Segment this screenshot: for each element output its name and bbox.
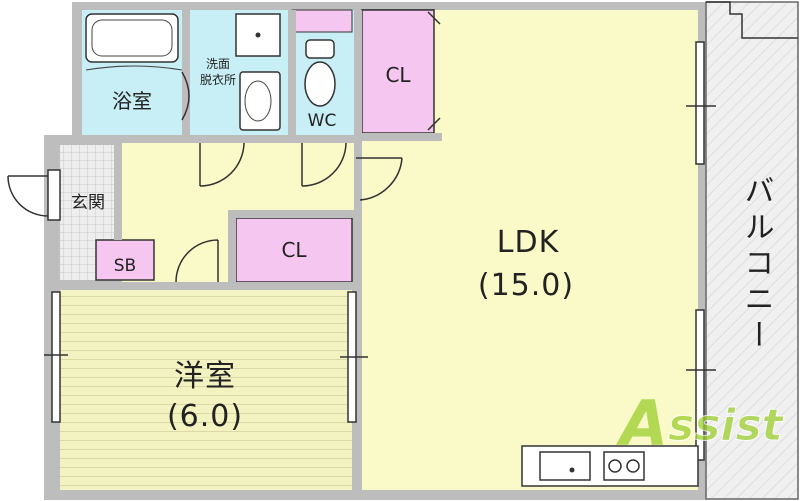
toilet-tank-icon [305,39,335,59]
wall-western-north [60,282,354,290]
room-label-ldk: LDK [497,225,560,260]
closet-mid [235,217,353,283]
room-label-balcony: バルコニー [739,175,774,355]
room-label-western-size: (6.0) [167,399,243,434]
room-label-toilet: WC [308,111,337,131]
room-label-entrance: 玄関 [71,193,105,213]
room-label-closet-top: CL [385,63,411,87]
room-label-bath: 浴室 [112,89,152,113]
wall-closet-north [228,210,354,218]
wall-closet-top-south [362,133,442,141]
wall-ldk-west [354,10,362,490]
sink-basin [244,80,272,122]
shoebox-cabinet [95,239,155,281]
drain-icon [255,32,261,38]
shower-curtain-line [85,65,183,71]
wall-bath-wash [182,10,190,135]
ldk-door-swing [356,157,403,201]
bath-door [181,71,190,121]
window-ldk-lower [695,309,705,461]
toilet-bowl-icon [304,61,336,107]
window-west [51,291,61,423]
room-label-washroom-1: 洗面 [206,57,230,71]
western-room-floor [60,290,352,490]
closet-top-door-marks [427,11,441,131]
bathtub-icon [85,13,179,63]
room-label-western: 洋室 [174,359,236,394]
washroom-door-swing [199,142,245,187]
room-label-shoebox: SB [114,256,136,276]
balcony-rail [706,1,798,39]
toilet-door-swing [301,142,347,187]
room-label-ldk-size: (15.0) [478,268,574,303]
stove-icon [603,451,645,481]
front-door-swing [7,175,49,217]
kitchen-drain-icon [569,467,575,473]
burner-right-icon [626,459,640,473]
wall-closet-west [228,210,236,282]
room-label-closet-mid: CL [281,238,307,262]
balcony-area [705,1,799,500]
assist-logo-text: ssist [668,400,785,451]
room-label-washroom-2: 脱衣所 [200,72,236,87]
window-ldk-upper [695,41,705,165]
wall-entrance-east [114,145,122,240]
front-door-frame [47,169,61,221]
assist-logo: A ssist [615,387,785,460]
toilet-shelf [291,9,353,33]
wall-wash-wc [288,10,296,135]
hallway-floor [122,143,358,218]
vanity-sink-icon [239,71,281,131]
western-door-swing [175,239,219,283]
kitchen-sink-icon [539,451,591,481]
assist-logo-initial: A [615,387,668,460]
wall-wet-area-south [82,135,354,143]
burner-left-icon [608,459,622,473]
bathtub-inner [91,19,173,57]
